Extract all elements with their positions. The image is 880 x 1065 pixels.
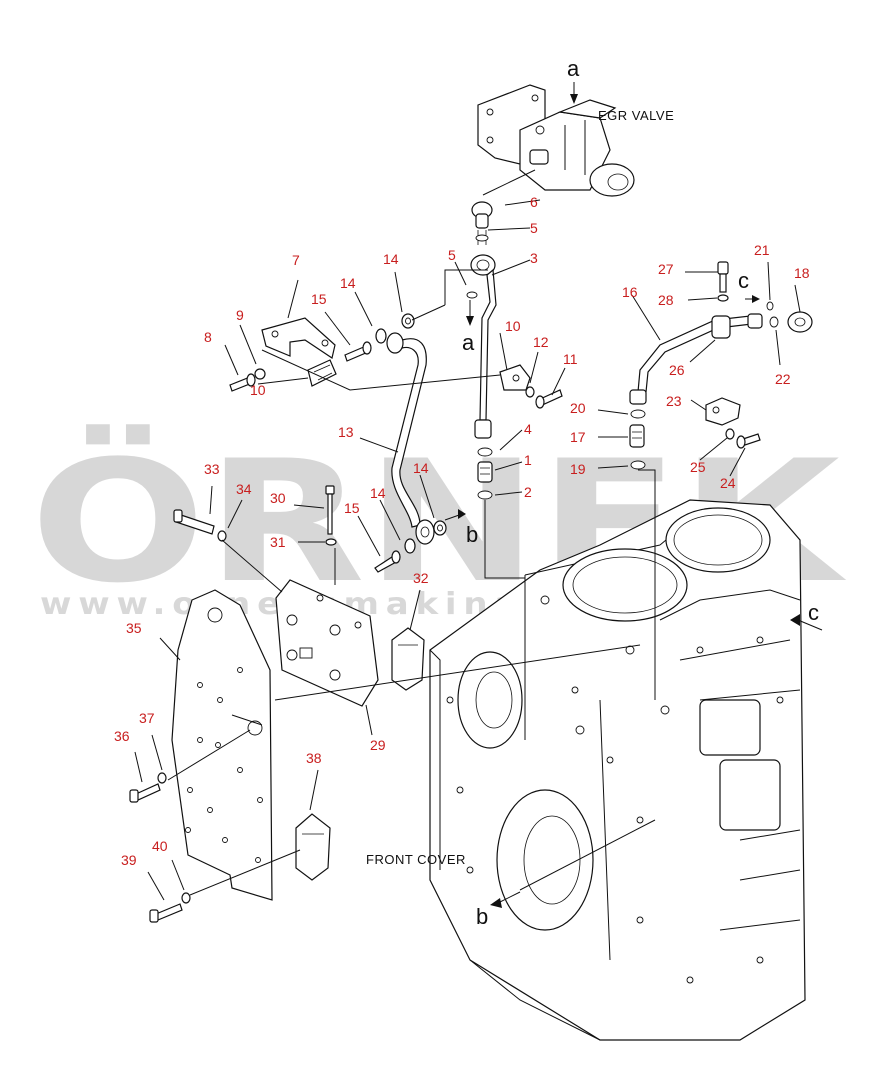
part-number: 21: [754, 242, 770, 258]
part-number: 8: [204, 329, 212, 345]
bolts-36-39: [129, 772, 191, 923]
ref-b-bottom: b: [476, 904, 488, 929]
part-number: 35: [126, 620, 142, 636]
part-number: 2: [524, 484, 532, 500]
part-number: 29: [370, 737, 386, 753]
part-number: 28: [658, 292, 674, 308]
bracket-7-assembly: [229, 317, 337, 392]
part-number: 5: [448, 247, 456, 263]
part-number: 24: [720, 475, 736, 491]
front-cover-label: FRONT COVER: [366, 852, 466, 867]
part-number: 13: [338, 424, 354, 440]
plate-29: [275, 579, 379, 707]
part-number: 38: [306, 750, 322, 766]
part-number: 22: [775, 371, 791, 387]
part-number: 18: [794, 265, 810, 281]
part-number: 15: [344, 500, 360, 516]
part-number: 39: [121, 852, 137, 868]
part-number: 17: [570, 429, 586, 445]
part-number: 12: [533, 334, 549, 350]
fitting-1-2-4: [477, 447, 493, 500]
part-number: 14: [340, 275, 356, 291]
part-number: 19: [570, 461, 586, 477]
part-number: 1: [524, 452, 532, 468]
part-number: 34: [236, 481, 252, 497]
part-number: 32: [413, 570, 429, 586]
part-number: 16: [622, 284, 638, 300]
part-number: 14: [370, 485, 386, 501]
egr-valve-label: EGR VALVE: [598, 108, 674, 123]
ref-c-right: c: [808, 600, 819, 625]
part-number: 7: [292, 252, 300, 268]
part-number: 27: [658, 261, 674, 277]
part-number: 33: [204, 461, 220, 477]
leader-lines: [134, 82, 823, 908]
part-number: 6: [530, 194, 538, 210]
ref-a-mid: a: [462, 330, 475, 355]
part-number: 36: [114, 728, 130, 744]
clamp-10-assembly: [499, 364, 563, 409]
pipe-16-assembly: [629, 261, 813, 449]
covers-32-38: [295, 627, 425, 881]
plate-35: [171, 589, 273, 901]
part-number: 5: [530, 220, 538, 236]
part-number: 37: [139, 710, 155, 726]
part-number: 4: [524, 421, 532, 437]
part-number: 14: [383, 251, 399, 267]
washers-bolts-upper: [344, 313, 447, 573]
part-number: 40: [152, 838, 168, 854]
part-number: 14: [413, 460, 429, 476]
part-number: 3: [530, 250, 538, 266]
ref-a-top: a: [567, 56, 580, 81]
part-number: 10: [250, 382, 266, 398]
fitting-17-19-20: [629, 409, 646, 470]
part-number: 20: [570, 400, 586, 416]
text-labels: EGR VALVE FRONT COVER a a b b c c: [366, 56, 819, 929]
part-number: 23: [666, 393, 682, 409]
egr-valve-assembly: [477, 84, 635, 197]
engine-front-cover: [429, 499, 806, 1041]
bolts-30-33: [173, 485, 337, 546]
part-number: 30: [270, 490, 286, 506]
part-number: 25: [690, 459, 706, 475]
part-number: 26: [669, 362, 685, 378]
part-number: 11: [563, 351, 578, 367]
part-number: 9: [236, 307, 244, 323]
part-number: 10: [505, 318, 521, 334]
pipe-13: [386, 332, 435, 545]
part-number: 15: [311, 291, 327, 307]
part-number: 31: [270, 534, 286, 550]
part-numbers: 1 2 3 4 5 5 6 7 8 9 10 10 11 12 13 14 14…: [114, 194, 810, 868]
ref-b-mid: b: [466, 522, 478, 547]
ref-c-upper: c: [738, 268, 749, 293]
